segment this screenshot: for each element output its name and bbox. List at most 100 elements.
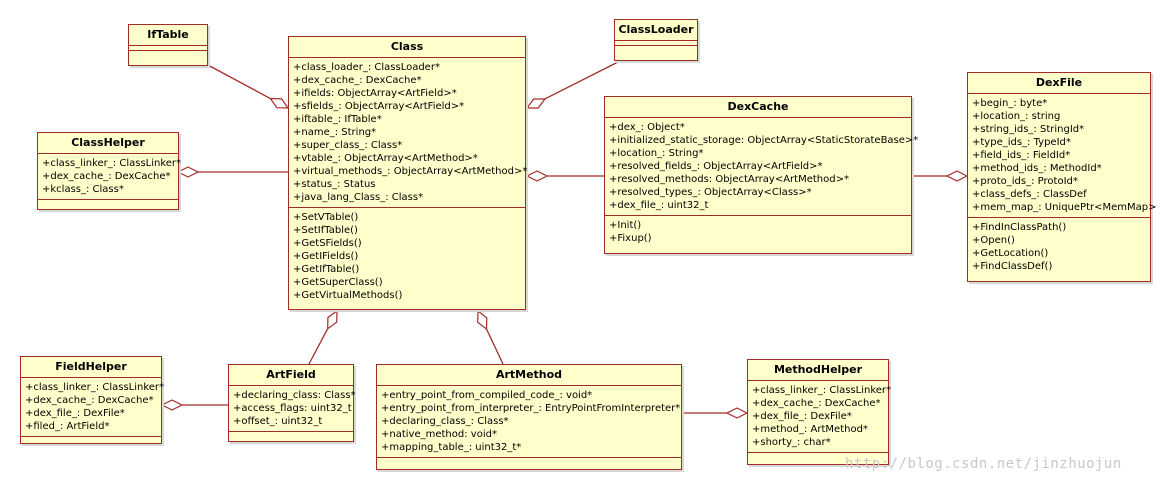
class-classloader[interactable]: ClassLoader — [614, 19, 698, 61]
attribute: +mapping_table_: uint32_t* — [381, 442, 522, 453]
attribute: +class_linker_: ClassLinker* — [42, 158, 182, 169]
class-classhelper[interactable]: ClassHelper +class_linker_: ClassLinker*… — [37, 132, 182, 210]
attribute: +class_loader_: ClassLoader* — [293, 62, 440, 73]
watermark: http://blog.csdn.net/jinzhuojun — [845, 456, 1122, 472]
attribute: +native_method: void* — [381, 429, 497, 440]
attribute: +location_: String* — [609, 148, 704, 159]
attribute: +method_ids_: MethodId* — [972, 163, 1102, 174]
attributes-section: +begin_: byte* +location_: string +strin… — [968, 94, 1157, 218]
attribute: +ifields: ObjectArray<ArtField>* — [293, 88, 457, 99]
association-dexcache-class — [525, 170, 604, 182]
methods-section — [229, 432, 353, 436]
class-dexcache[interactable]: DexCache +dex_: Object* +initialized_sta… — [604, 96, 918, 254]
association-classhelper-class — [176, 166, 288, 178]
association-line — [485, 328, 504, 365]
attribute: +filed_: ArtField* — [25, 421, 110, 432]
attribute: +dex_: Object* — [609, 122, 685, 133]
association-methodhelper-artmethod — [682, 407, 749, 419]
attribute: +string_ids_: StringId* — [972, 124, 1085, 135]
method: +SetVTable() — [293, 212, 359, 223]
attribute: +vtable_: ObjectArray<ArtMethod>* — [293, 153, 478, 164]
attribute: +class_linker_: ClassLinker* — [25, 382, 165, 393]
class-iftable[interactable]: IfTable — [128, 24, 208, 66]
class-name: MethodHelper — [748, 360, 888, 381]
aggregation-diamond-icon — [176, 166, 200, 178]
methods-section — [615, 46, 697, 50]
aggregation-diamond-icon — [327, 309, 338, 330]
attribute: +entry_point_from_compiled_code_: void* — [381, 390, 593, 401]
class-artfield[interactable]: ArtField +declaring_class: Class* +acces… — [228, 364, 356, 442]
attribute: +type_ids_: TypeId* — [972, 137, 1071, 148]
attribute: +kclass_: Class* — [42, 184, 124, 195]
attribute: +resolved_methods: ObjectArray<ArtMethod… — [609, 174, 849, 185]
attribute: +offset_: uint32_t — [233, 416, 323, 427]
attribute: +resolved_types_: ObjectArray<Class>* — [609, 187, 812, 198]
class-name: FieldHelper — [21, 357, 161, 378]
attribute: +entry_point_from_interpreter_: EntryPoi… — [381, 403, 681, 414]
methods-section: +SetVTable() +SetIfTable() +GetSFields()… — [289, 208, 525, 305]
attribute: +virtual_methods_: ObjectArray<ArtMethod… — [293, 166, 528, 177]
class-name: Class — [289, 37, 525, 58]
attribute: +field_ids_: FieldId* — [972, 150, 1071, 161]
class-fieldhelper[interactable]: FieldHelper +class_linker_: ClassLinker*… — [20, 356, 165, 444]
method: +GetLocation() — [972, 248, 1049, 259]
attributes-section: +class_linker_: ClassLinker* +dex_cache_… — [38, 154, 182, 200]
association-class-artfield — [308, 309, 338, 365]
attribute: +name_: String* — [293, 127, 377, 138]
attribute: +super_class_: Class* — [293, 140, 403, 151]
methods-section — [129, 51, 207, 55]
method: +FindInClassPath() — [972, 222, 1067, 233]
attribute: +dex_file_: DexFile* — [752, 411, 852, 422]
attribute: +dex_cache_: DexCache* — [25, 395, 154, 406]
association-fieldhelper-artfield — [160, 399, 228, 411]
method: +FindClassDef() — [972, 261, 1053, 272]
aggregation-diamond-icon — [525, 170, 549, 182]
association-dexfile-dexcache — [912, 170, 969, 182]
aggregation-diamond-icon — [945, 170, 969, 182]
attribute: +resolved_fields_: ObjectArray<ArtField>… — [609, 161, 823, 172]
method: +GetSuperClass() — [293, 277, 383, 288]
attributes-section: +class_linker_: ClassLinker* +dex_cache_… — [21, 378, 165, 437]
class-artmethod[interactable]: ArtMethod +entry_point_from_compiled_cod… — [376, 364, 682, 470]
association-class-artmethod — [477, 309, 504, 365]
aggregation-diamond-icon — [725, 407, 749, 419]
class-dexfile[interactable]: DexFile +begin_: byte* +location_: strin… — [967, 72, 1157, 282]
attributes-section: +entry_point_from_compiled_code_: void* … — [377, 386, 681, 458]
class-class[interactable]: Class +class_loader_: ClassLoader* +dex_… — [288, 36, 528, 310]
attribute: +sfields_: ObjectArray<ArtField>* — [293, 101, 465, 112]
method: +GetSFields() — [293, 238, 362, 249]
class-name: ArtField — [229, 365, 353, 386]
method: +GetIFields() — [293, 251, 359, 262]
method: +GetIfTable() — [293, 264, 360, 275]
attributes-section: +class_linker_: ClassLinker* +dex_cache_… — [748, 381, 891, 453]
attribute: +class_defs_: ClassDef — [972, 189, 1087, 200]
attribute: +proto_ids_: ProtoId* — [972, 176, 1078, 187]
attribute: +status_: Status — [293, 179, 376, 190]
class-name: ArtMethod — [377, 365, 681, 386]
attribute: +java_lang_Class_: Class* — [293, 192, 424, 203]
association-line — [544, 59, 623, 100]
class-name: ClassLoader — [615, 20, 697, 41]
methods-section — [38, 200, 178, 204]
attribute: +declaring_class: Class* — [233, 390, 356, 401]
attribute: +dex_cache_: DexCache* — [42, 171, 171, 182]
association-line — [308, 328, 329, 365]
attributes-section — [129, 46, 207, 51]
method: +Open() — [972, 235, 1015, 246]
attributes-section — [615, 41, 697, 46]
aggregation-diamond-icon — [269, 97, 290, 109]
methods-section: +FindInClassPath() +Open() +GetLocation(… — [968, 218, 1150, 276]
class-name: DexFile — [968, 73, 1150, 94]
methods-section: +Init() +Fixup() — [605, 216, 911, 248]
aggregation-diamond-icon — [477, 309, 488, 331]
attributes-section: +dex_: Object* +initialized_static_stora… — [605, 118, 918, 216]
attribute: +declaring_class_: Class* — [381, 416, 509, 427]
class-name: ClassHelper — [38, 133, 178, 154]
attribute: +begin_: byte* — [972, 98, 1048, 109]
attribute: +method_: ArtMethod* — [752, 424, 868, 435]
class-methodhelper[interactable]: MethodHelper +class_linker_: ClassLinker… — [747, 359, 891, 465]
attribute: +location_: string — [972, 111, 1061, 122]
method: +GetVirtualMethods() — [293, 290, 403, 301]
attributes-section: +declaring_class: Class* +access_flags: … — [229, 386, 356, 432]
